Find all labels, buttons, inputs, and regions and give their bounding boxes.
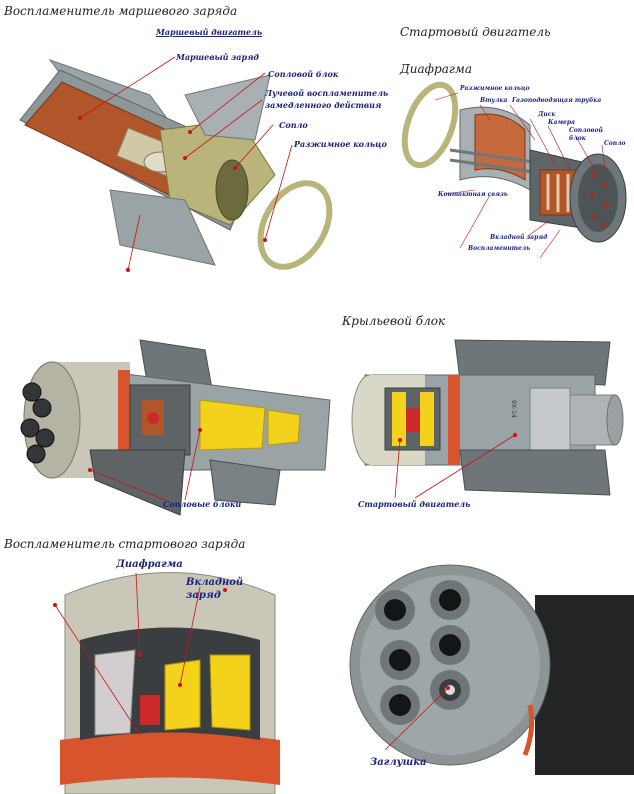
nozzle-face-illustration [349,564,634,775]
label-se-insert-charge: Вкладной заряд [490,234,548,241]
header-igniter-main-charge: Воспламенитель маршевого заряда [4,4,238,18]
label-se-spacer-ring: Разжимное кольцо [460,85,530,92]
label-diaphragm: Диафрагма [116,559,183,570]
label-insert-charge-2: заряд [186,590,221,601]
start-igniter-illustration [53,572,280,794]
figure-start-igniter [40,555,300,794]
main-engine-illustration [19,56,333,272]
label-se-chamber: Камера [548,119,575,126]
header-diaphragm: Диафрагма [400,62,473,76]
label-wing-start-engine: Стартовый двигатель [358,499,471,509]
figure-wing-block-left [0,330,340,520]
label-se-gas-tubes: Газоподводящая трубка [512,97,602,104]
label-se-disk: Диск [538,111,556,118]
label-se-nozzle: Сопло [604,140,626,147]
label-se-nozzle-block-2: блок [569,135,586,142]
figure-start-engine [380,70,634,270]
start-engine-illustration [401,81,627,259]
figure-wing-block-right: 9Х-14 [340,330,634,515]
header-wing-block: Крыльевой блок [342,314,446,328]
label-beam-igniter-1: Лучевой воспламенитель [265,88,389,98]
wing-block-right-illustration: 9Х-14 [351,339,624,499]
figure-nozzle-face [340,555,634,794]
label-se-contact-gap: Контактная связь [438,191,508,198]
label-plug: Заглушка [370,757,427,768]
label-insert-charge-1: Вкладной [186,577,244,588]
label-nozzle-block: Сопловой блок [268,69,339,79]
label-se-nozzle-block-1: Сопловой [569,127,603,134]
label-spacer-ring: Разжимное кольцо [294,139,387,149]
main-engine-title: Маршевый двигатель [156,27,263,37]
marking-text: 9Х-14 [510,400,517,418]
label-nozzle: Сопло [279,120,308,130]
label-se-igniter: Воспламенитель [468,245,531,252]
figure-main-engine [0,0,634,300]
label-beam-igniter-2: замедленного действия [265,100,382,110]
header-igniter-start-charge: Воспламенитель стартового заряда [4,537,246,551]
label-main-charge: Маршевый заряд [176,52,259,62]
header-start-engine: Стартовый двигатель [400,25,551,39]
label-nozzle-blocks: Сопловые блоки [163,499,242,509]
label-se-sleeve: Втулка [480,97,508,104]
wing-block-left-illustration [20,339,331,516]
